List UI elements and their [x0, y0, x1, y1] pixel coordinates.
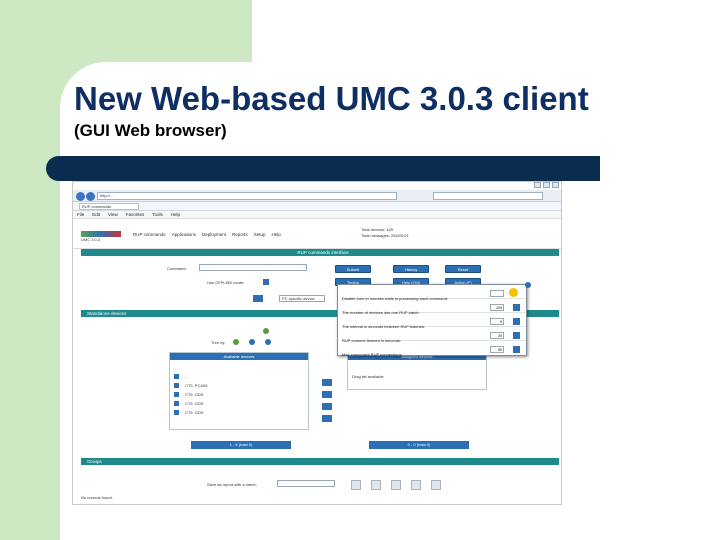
no-records-text: No records found.	[81, 495, 113, 500]
filter-label: Tree by:	[211, 340, 226, 345]
popup-row-apply-button[interactable]	[513, 332, 520, 339]
available-devices-panel: Available devices ... CT5 .PCA05 CT5 .GD…	[169, 352, 309, 430]
device-type-icon	[253, 295, 263, 302]
timing-settings-popup: Disable form in minutes while is process…	[337, 284, 527, 357]
assigned-devices-panel: Assigned devices Drag list available	[347, 352, 487, 390]
list-item[interactable]: ...	[170, 372, 308, 381]
available-devices-title: Available devices	[170, 353, 308, 360]
section-rup-label: RUP commands interface	[297, 250, 349, 255]
nav-help[interactable]: Help	[271, 232, 281, 237]
nav-rup-commands[interactable]: RUP commands	[133, 232, 166, 237]
export-save-icon[interactable]	[431, 480, 441, 490]
maximize-icon[interactable]	[543, 182, 550, 188]
menu-view[interactable]: View	[108, 212, 118, 217]
offline-mode-checkbox[interactable]	[263, 279, 269, 285]
reset-button[interactable]: Reset	[445, 265, 481, 273]
menu-help[interactable]: Help	[170, 212, 181, 217]
offline-mode-label: Use OFFLINE mode:	[207, 280, 245, 285]
back-icon[interactable]	[76, 192, 85, 201]
save-report-label: Save as report with a name:	[207, 482, 257, 487]
device-info: Total devices: 429 Total messages: 2542/…	[361, 227, 551, 239]
app-logo-text: UMC 3.0.3	[81, 237, 101, 242]
popup-row-apply-button[interactable]	[513, 346, 520, 353]
filter-radio-2[interactable]	[249, 339, 255, 345]
command-input[interactable]	[199, 264, 307, 271]
available-pager[interactable]: 1 - 5 (total 5)	[191, 441, 291, 449]
export-excel-icon[interactable]	[351, 480, 361, 490]
help-bulb-icon[interactable]	[509, 288, 518, 297]
move-all-right-button[interactable]	[322, 391, 332, 398]
assigned-devices-title: Assigned devices	[348, 353, 486, 360]
popup-row: RUP connect timeout in seconds:20	[342, 329, 526, 343]
section-groups-header[interactable]: Groups	[81, 458, 559, 465]
popup-row-value-input[interactable]: 100	[490, 304, 504, 311]
popup-row-value-input[interactable]	[490, 290, 504, 297]
menu-file[interactable]: File	[77, 212, 85, 217]
filter-radio-1[interactable]	[233, 339, 239, 345]
window-controls	[534, 182, 559, 190]
list-item[interactable]: CT5 .GDS	[170, 399, 308, 408]
section-standalone-header[interactable]: Standalone devices	[81, 310, 559, 317]
section-groups-label: Groups	[87, 459, 102, 464]
submit-button[interactable]: Submit	[335, 265, 371, 273]
close-icon[interactable]	[552, 182, 559, 188]
menu-favorites[interactable]: Favorites	[125, 212, 145, 217]
device-info-total: Total devices: 429	[361, 227, 394, 232]
app-header: UMC 3.0.3 RUP commands Applications Depl…	[73, 219, 561, 249]
list-item[interactable]: CT5 .GDS	[170, 390, 308, 399]
menu-edit[interactable]: Edit	[92, 212, 101, 217]
export-pdf-icon[interactable]	[391, 480, 401, 490]
slide-title: New Web-based UMC 3.0.3 client	[74, 80, 589, 117]
assigned-pager[interactable]: 0 - 0 (total 0)	[369, 441, 469, 449]
command-label: Command:	[167, 266, 187, 271]
section-rup-header[interactable]: RUP commands interface	[81, 249, 559, 256]
popup-row-value-input[interactable]: 20	[490, 332, 504, 339]
menu-tools[interactable]: Tools	[152, 212, 163, 217]
popup-row-value-input[interactable]: 50	[490, 346, 504, 353]
export-csv-icon[interactable]	[371, 480, 381, 490]
nav-setup[interactable]: Setup	[253, 232, 266, 237]
device-info-messages: Total messages: 2542/0/21	[361, 233, 409, 238]
popup-row: The number of devices into one RUP batch…	[342, 301, 526, 315]
move-right-button[interactable]	[322, 379, 332, 386]
save-report-input[interactable]	[277, 480, 335, 487]
forward-icon[interactable]	[86, 192, 95, 201]
browser-search-input[interactable]	[433, 192, 543, 200]
app-logo	[81, 231, 121, 237]
export-icons	[351, 480, 441, 490]
minimize-icon[interactable]	[534, 182, 541, 188]
assigned-devices-hint: Drag list available	[352, 374, 384, 379]
browser-tab[interactable]: RUP commands	[79, 203, 139, 210]
section-standalone-label: Standalone devices	[87, 311, 127, 316]
popup-row: Max concurrent RUP connections:50	[342, 343, 526, 357]
nav-reports[interactable]: Reports	[231, 232, 248, 237]
browser-screenshot: http://... RUP commands File Edit View F…	[72, 181, 562, 505]
nav-deployment[interactable]: Deployment	[201, 232, 226, 237]
browser-menu-bar: File Edit View Favorites Tools Help	[73, 211, 561, 219]
popup-row-apply-button[interactable]	[513, 318, 520, 325]
popup-row: Disable form in minutes while is process…	[342, 287, 526, 301]
popup-row: The interval in seconds between RUP batc…	[342, 315, 526, 329]
browser-address-row: http://...	[73, 190, 561, 202]
title-divider-bar	[46, 156, 600, 181]
export-print-icon[interactable]	[411, 480, 421, 490]
slide-subtitle: (GUI Web browser)	[74, 121, 227, 140]
move-all-left-button[interactable]	[322, 415, 332, 422]
show-button-radio[interactable]	[263, 328, 269, 334]
list-item[interactable]: CT5 .PCA05	[170, 381, 308, 390]
filter-radio-3[interactable]	[265, 339, 271, 345]
popup-row-apply-button[interactable]	[513, 304, 520, 311]
app-nav: RUP commands Applications Deployment Rep…	[133, 232, 281, 237]
address-bar[interactable]: http://...	[97, 192, 397, 200]
pc-specific-select[interactable]: PC specific device	[279, 295, 325, 302]
popup-close-icon[interactable]	[525, 282, 531, 288]
popup-row-value-input[interactable]: 5	[490, 318, 504, 325]
list-item[interactable]: CT5 .GDS	[170, 408, 308, 417]
browser-tab-row: RUP commands	[73, 202, 561, 211]
nav-applications[interactable]: Applications	[171, 232, 196, 237]
history-button[interactable]: History	[393, 265, 429, 273]
move-left-button[interactable]	[322, 403, 332, 410]
